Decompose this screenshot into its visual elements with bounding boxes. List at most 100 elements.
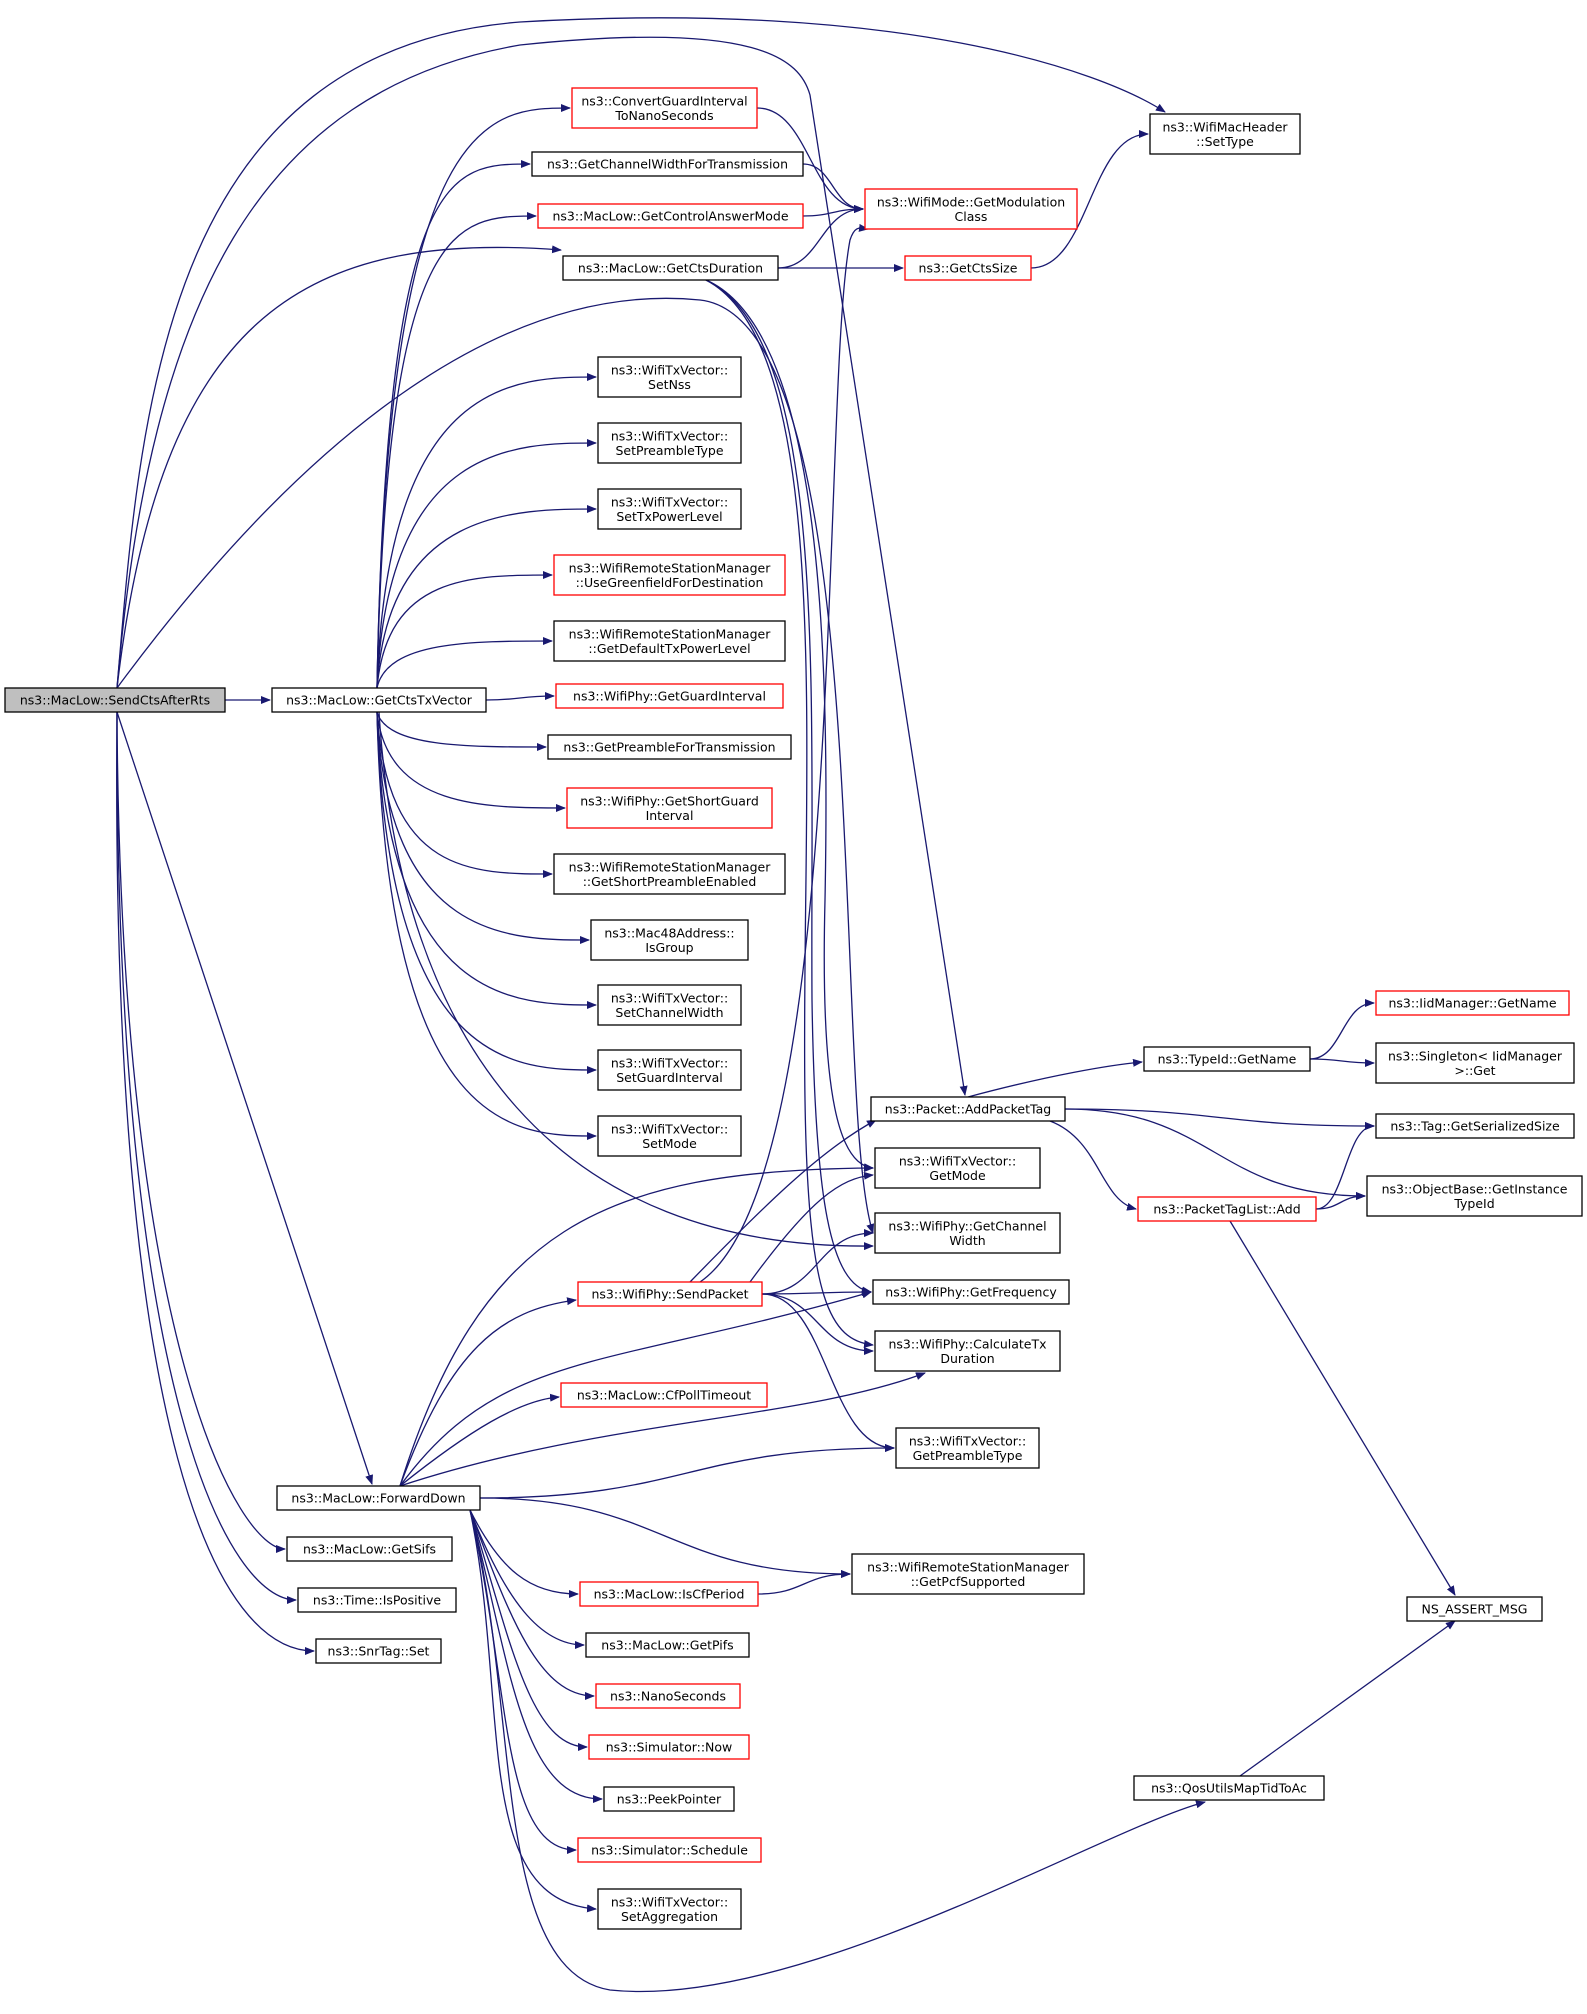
node-cfPollTimeout[interactable]: ns3::MacLow::CfPollTimeout — [560, 1382, 768, 1408]
node-sendPacket[interactable]: ns3::WifiPhy::SendPacket — [577, 1281, 763, 1307]
node-label: ns3::MacLow::GetControlAnswerMode — [552, 209, 788, 224]
node-timeIsPositive[interactable]: ns3::Time::IsPositive — [297, 1587, 457, 1613]
node-label: ::GetPcfSupported — [911, 1574, 1026, 1589]
node-addPacketTag[interactable]: ns3::Packet::AddPacketTag — [870, 1096, 1066, 1122]
node-box — [597, 488, 742, 530]
edge-sendCtsAfterRts-to-addPacketTag — [116, 36, 968, 1096]
node-simulatorSchedule[interactable]: ns3::Simulator::Schedule — [577, 1837, 762, 1863]
node-box — [590, 919, 749, 961]
edge-getCtsTxVector-to-getShortPreamble — [376, 711, 553, 878]
node-qosMapTidToAc[interactable]: ns3::QosUtilsMapTidToAc — [1133, 1775, 1325, 1801]
edge-forwardDown-to-cfPollTimeout — [399, 1393, 560, 1487]
node-box — [547, 734, 792, 760]
node-label: SetNss — [648, 377, 691, 392]
node-wifiMacHeaderSetType[interactable]: ns3::WifiMacHeader::SetType — [1149, 113, 1301, 155]
node-getControlAnswerMode[interactable]: ns3::MacLow::GetControlAnswerMode — [537, 203, 804, 229]
node-setGuardInterval[interactable]: ns3::WifiTxVector::SetGuardInterval — [597, 1049, 742, 1091]
node-useGreenfield[interactable]: ns3::WifiRemoteStationManager::UseGreenf… — [553, 554, 786, 596]
edge-packetTagListAdd-to-nsAssertMsg — [1229, 1220, 1456, 1596]
edge-getCtsDuration-to-getModulationClass — [777, 205, 864, 269]
edge-sendCtsAfterRts-to-timeIsPositive — [116, 711, 297, 1604]
node-simulatorNow[interactable]: ns3::Simulator::Now — [588, 1734, 750, 1760]
node-getCtsTxVector[interactable]: ns3::MacLow::GetCtsTxVector — [271, 687, 487, 713]
node-label: Class — [955, 209, 988, 224]
node-setPreambleType[interactable]: ns3::WifiTxVector::SetPreambleType — [597, 422, 742, 464]
edge-forwardDown-to-isCfPeriod — [469, 1509, 579, 1598]
node-getPreambleForTx[interactable]: ns3::GetPreambleForTransmission — [547, 734, 792, 760]
node-sendCtsAfterRts[interactable]: ns3::MacLow::SendCtsAfterRts — [4, 687, 226, 713]
edge-forwardDown-to-getPreambleType — [479, 1444, 895, 1499]
node-packetTagListAdd[interactable]: ns3::PacketTagList::Add — [1137, 1196, 1317, 1222]
node-getPifs[interactable]: ns3::MacLow::GetPifs — [585, 1632, 750, 1658]
node-label: ::UseGreenfieldForDestination — [576, 575, 764, 590]
node-box — [560, 1382, 768, 1408]
node-getPreambleType[interactable]: ns3::WifiTxVector::GetPreambleType — [895, 1427, 1040, 1469]
node-peekPointer[interactable]: ns3::PeekPointer — [603, 1786, 735, 1812]
node-box — [1149, 113, 1301, 155]
node-label: Duration — [940, 1351, 994, 1366]
node-isCfPeriod[interactable]: ns3::MacLow::IsCfPeriod — [579, 1581, 759, 1607]
node-txVectorGetMode[interactable]: ns3::WifiTxVector::GetMode — [874, 1147, 1041, 1189]
edge-sendPacket-to-getChannelWidth — [761, 1229, 874, 1295]
node-getChannelWidthTx[interactable]: ns3::GetChannelWidthForTransmission — [531, 151, 804, 177]
node-tagGetSerializedSize[interactable]: ns3::Tag::GetSerializedSize — [1375, 1113, 1575, 1139]
node-setTxPowerLevel[interactable]: ns3::WifiTxVector::SetTxPowerLevel — [597, 488, 742, 530]
node-getSifs[interactable]: ns3::MacLow::GetSifs — [286, 1536, 453, 1562]
node-label: ns3::ConvertGuardInterval — [581, 93, 747, 108]
node-box — [1137, 1196, 1317, 1222]
node-getShortPreamble[interactable]: ns3::WifiRemoteStationManager::GetShortP… — [553, 853, 786, 895]
edge-addPacketTag-to-tagGetSerializedSize — [1064, 1108, 1375, 1130]
node-label: ns3::MacLow::ForwardDown — [291, 1491, 465, 1506]
edge-getCtsTxVector-to-getControlAnswerMode — [376, 212, 537, 689]
node-setChannelWidth[interactable]: ns3::WifiTxVector::SetChannelWidth — [597, 984, 742, 1026]
node-label: ns3::MacLow::GetPifs — [601, 1638, 733, 1653]
node-label: ns3::MacLow::SendCtsAfterRts — [20, 693, 210, 708]
node-setAggregation[interactable]: ns3::WifiTxVector::SetAggregation — [597, 1888, 742, 1930]
node-getDefaultTxPower[interactable]: ns3::WifiRemoteStationManager::GetDefaul… — [553, 620, 786, 662]
node-label: ns3::WifiPhy::SendPacket — [592, 1287, 749, 1302]
node-forwardDown[interactable]: ns3::MacLow::ForwardDown — [276, 1485, 481, 1511]
node-box — [597, 1115, 742, 1157]
node-typeIdGetName[interactable]: ns3::TypeId::GetName — [1143, 1046, 1311, 1072]
node-box — [562, 255, 779, 281]
node-nanoSeconds[interactable]: ns3::NanoSeconds — [595, 1683, 741, 1709]
node-box — [537, 203, 804, 229]
edge-sendCtsAfterRts-to-getChannelWidth — [116, 297, 875, 1234]
node-label: ToNanoSeconds — [614, 108, 713, 123]
node-box — [271, 687, 487, 713]
node-getCtsSize[interactable]: ns3::GetCtsSize — [904, 255, 1032, 281]
edge-sendCtsAfterRts-to-forwardDown — [116, 711, 373, 1485]
node-box — [1375, 1113, 1575, 1139]
edge-sendPacket-to-addPacketTag — [689, 1119, 877, 1283]
node-iidManagerGetName[interactable]: ns3::IidManager::GetName — [1375, 990, 1570, 1016]
node-snrTagSet[interactable]: ns3::SnrTag::Set — [315, 1638, 442, 1664]
node-getCtsDuration[interactable]: ns3::MacLow::GetCtsDuration — [562, 255, 779, 281]
node-getChannelWidth[interactable]: ns3::WifiPhy::GetChannelWidth — [874, 1212, 1061, 1254]
node-label: SetGuardInterval — [616, 1070, 723, 1085]
node-label: ns3::WifiRemoteStationManager — [569, 560, 772, 575]
node-nsAssertMsg[interactable]: NS_ASSERT_MSG — [1406, 1596, 1543, 1622]
node-singletonGet[interactable]: ns3::Singleton< IidManager>::Get — [1375, 1042, 1575, 1084]
node-box — [1375, 1042, 1575, 1084]
edge-sendCtsAfterRts-to-getCtsDuration — [116, 245, 562, 689]
node-setMode[interactable]: ns3::WifiTxVector::SetMode — [597, 1115, 742, 1157]
node-label: IsGroup — [645, 940, 693, 955]
node-label: ::GetShortPreambleEnabled — [583, 874, 757, 889]
node-setNss[interactable]: ns3::WifiTxVector::SetNss — [597, 356, 742, 398]
edge-getCtsTxVector-to-getPreambleForTx — [376, 711, 547, 751]
node-getPcfSupported[interactable]: ns3::WifiRemoteStationManager::GetPcfSup… — [851, 1553, 1085, 1595]
node-label: ns3::GetPreambleForTransmission — [563, 740, 775, 755]
edge-forwardDown-to-setAggregation — [469, 1509, 597, 1913]
node-isGroup[interactable]: ns3::Mac48Address::IsGroup — [590, 919, 749, 961]
node-getGuardInterval[interactable]: ns3::WifiPhy::GetGuardInterval — [555, 683, 784, 709]
node-label: ns3::GetCtsSize — [919, 261, 1018, 276]
edge-addPacketTag-to-packetTagListAdd — [1049, 1120, 1137, 1211]
node-getFrequency[interactable]: ns3::WifiPhy::GetFrequency — [872, 1279, 1070, 1305]
edge-forwardDown-to-qosMapTidToAc — [469, 1509, 1206, 1993]
